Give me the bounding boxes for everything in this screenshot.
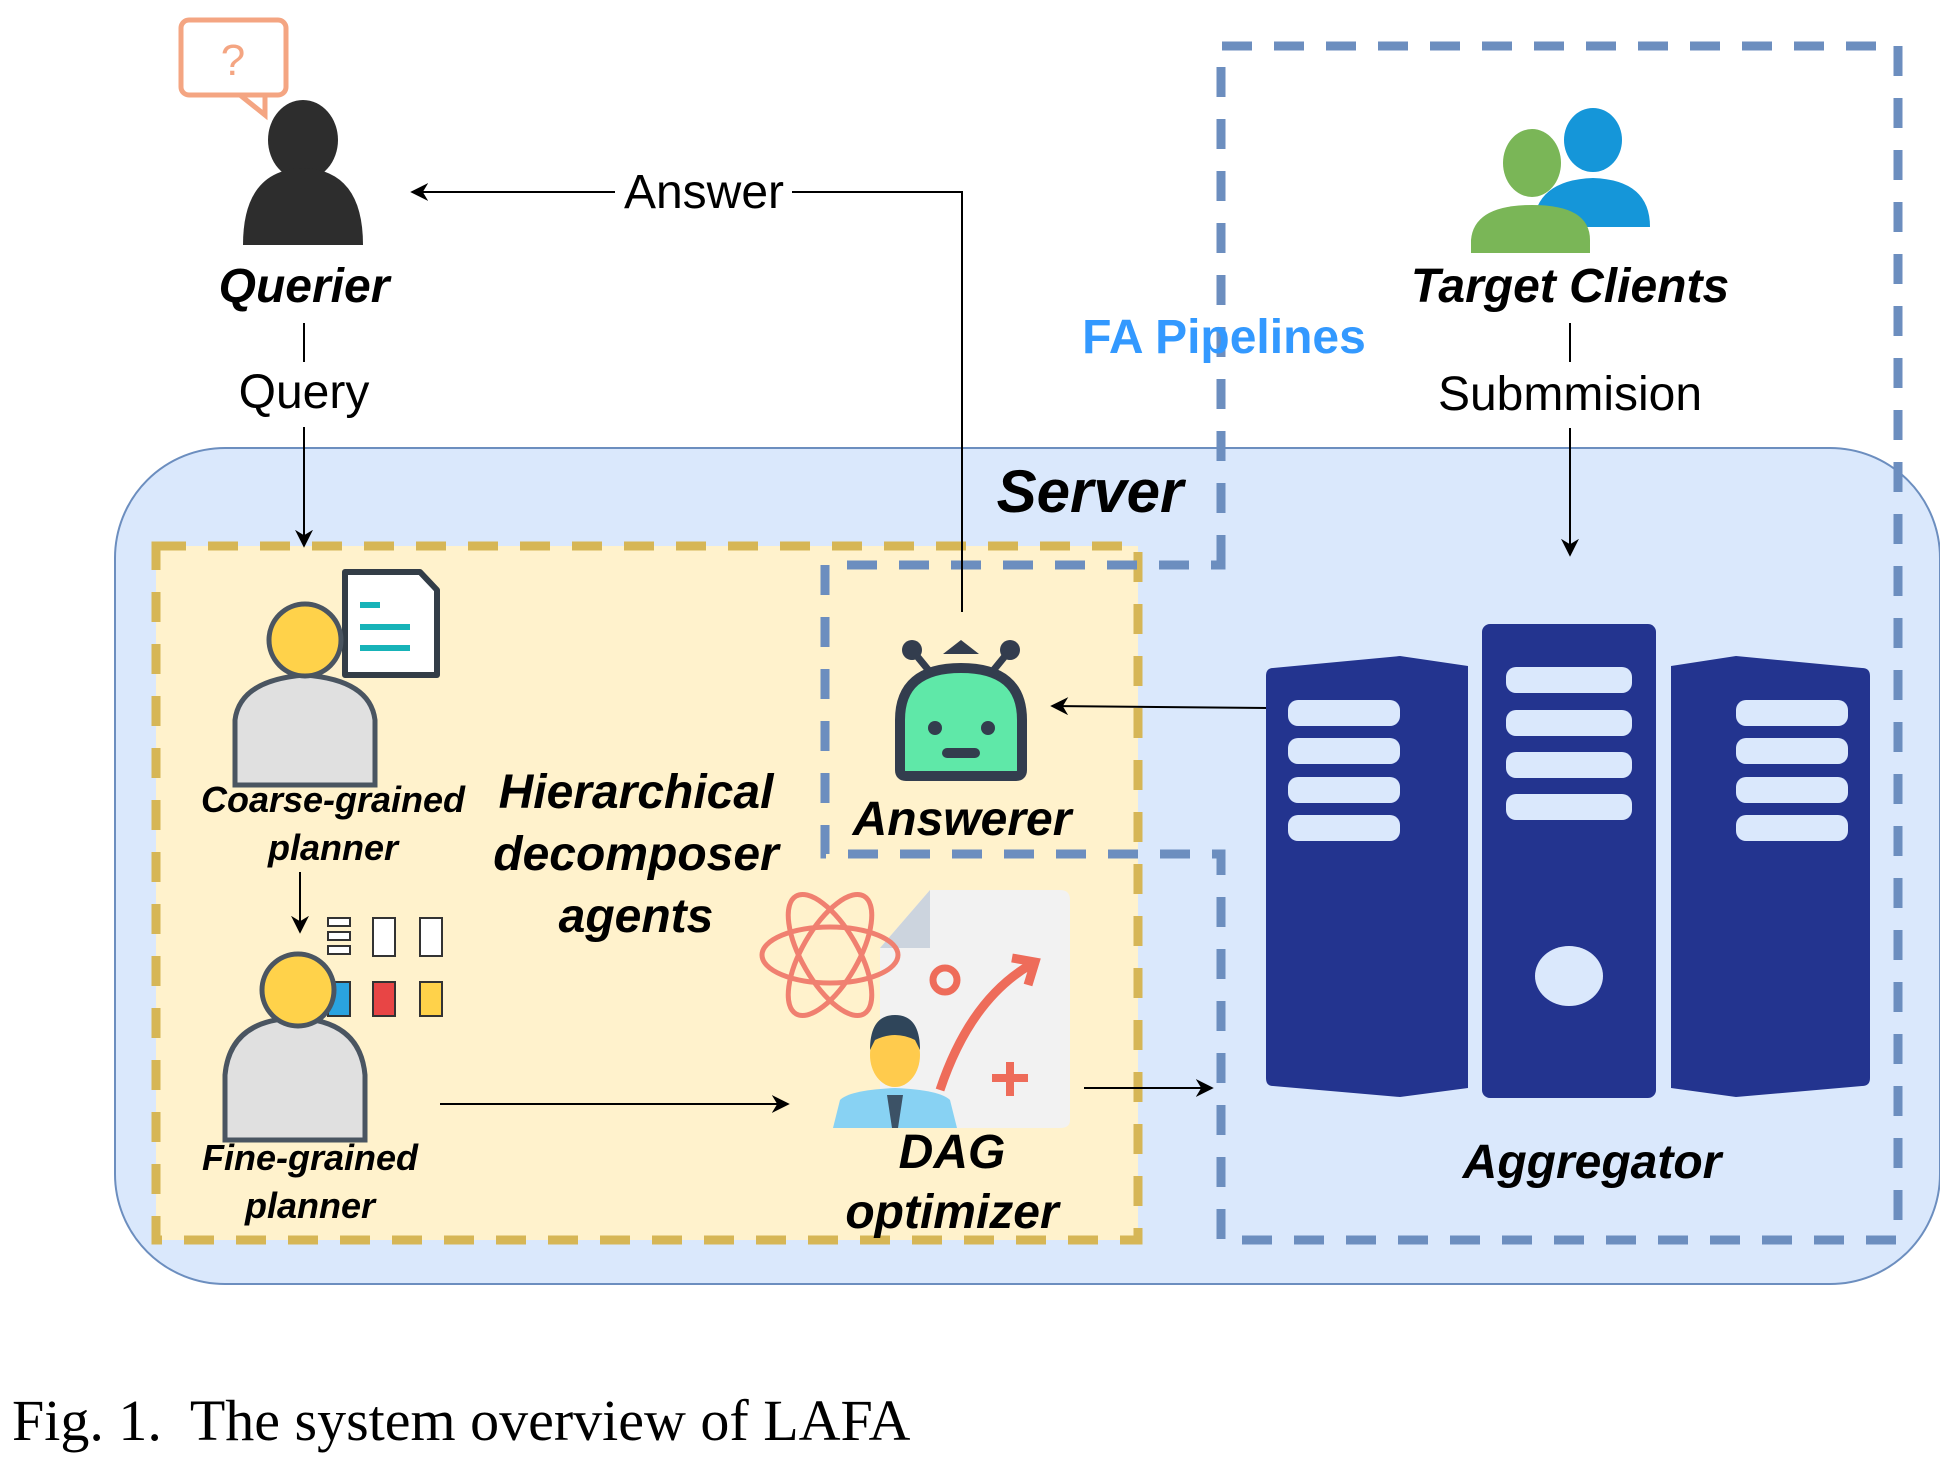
aggregator-label: Aggregator [1462,1136,1724,1189]
target-clients-label: Target Clients [1411,260,1729,313]
querier-icon: ? [178,17,363,245]
figure-caption: Fig. 1. The system overview of LAFA [12,1388,910,1453]
target-clients-icon [1471,108,1650,253]
answerer-label: Answerer [852,793,1074,846]
fine-planner-label-1: Fine-grained [202,1137,419,1178]
coarse-planner-label-1: Coarse-grained [201,779,466,820]
fa-pipeline-boundary [820,41,1903,1245]
answerer-robot-icon [895,640,1027,781]
fa-pipelines-label: FA Pipelines [1082,311,1366,364]
answer-edge-label: Answer [624,166,784,219]
coarse-planner-label-2: planner [267,827,400,868]
querier-label: Querier [219,260,392,313]
hierarchical-label-1: Hierarchical [499,766,775,819]
svg-text:?: ? [221,36,245,85]
dag-optimizer-label-2: optimizer [845,1186,1061,1239]
answer-edge [792,191,963,612]
submission-edge-label: Submmision [1438,368,1702,421]
dag-optimizer-icon [759,890,1070,1128]
hierarchical-label-2: decomposer [493,828,781,881]
hierarchical-label-3: agents [559,890,714,943]
aggregator-servers-icon [1266,624,1870,1098]
query-edge-label: Query [239,366,370,419]
fine-planner-icon [222,917,443,1143]
fine-planner-label-2: planner [244,1185,377,1226]
server-label: Server [997,458,1187,525]
dag-optimizer-label-1: DAG [899,1126,1006,1179]
coarse-planner-icon [232,569,440,788]
aggregator-to-answerer-edge [1050,697,1269,716]
